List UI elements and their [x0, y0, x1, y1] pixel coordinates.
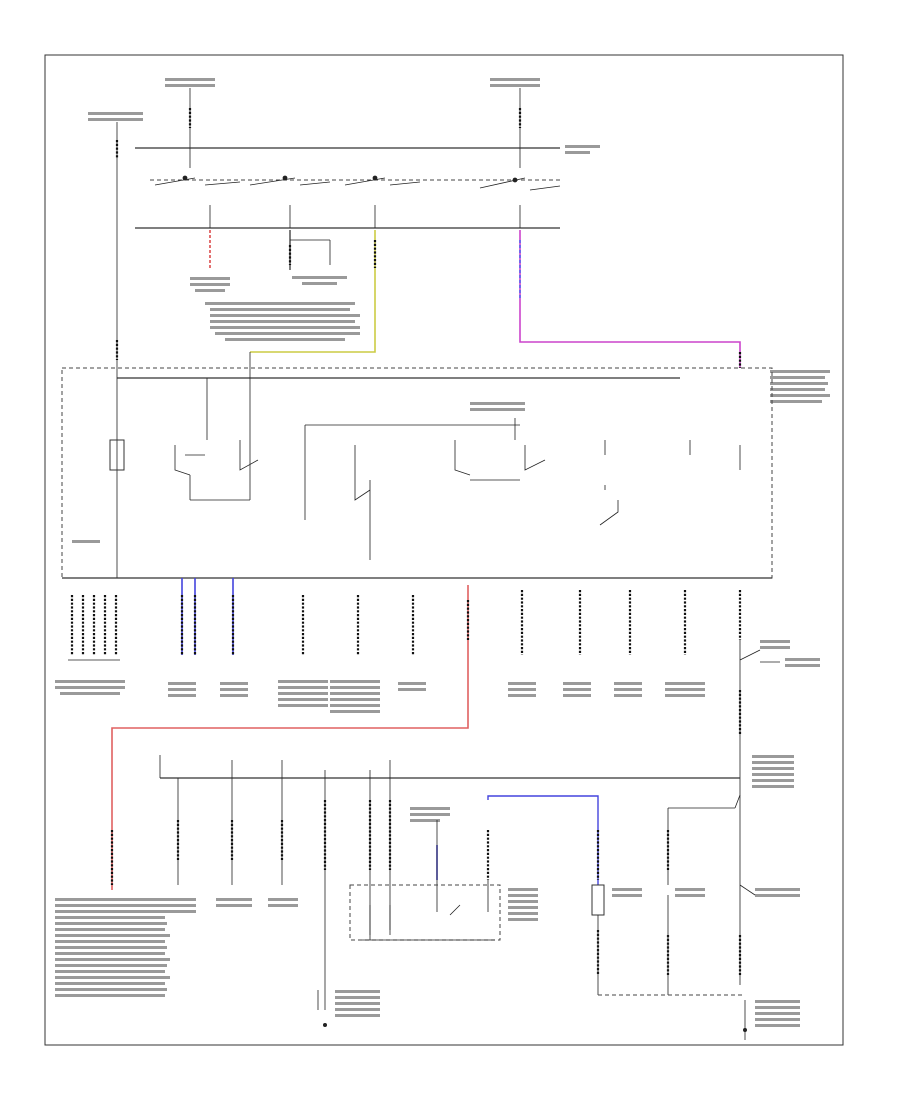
- module-outputs: [68, 578, 780, 985]
- top-fuse-feeds: [115, 88, 522, 330]
- lower-bus-section: [159, 755, 756, 1040]
- wire-cruise-feed: [288, 230, 331, 270]
- wire-yellow: [250, 230, 376, 353]
- junction-block: [61, 330, 773, 579]
- wire-violet: [519, 230, 741, 368]
- diagram-frame: [44, 54, 844, 1046]
- ignition-switch-contacts: [150, 148, 561, 228]
- label-blocks: [55, 78, 830, 1027]
